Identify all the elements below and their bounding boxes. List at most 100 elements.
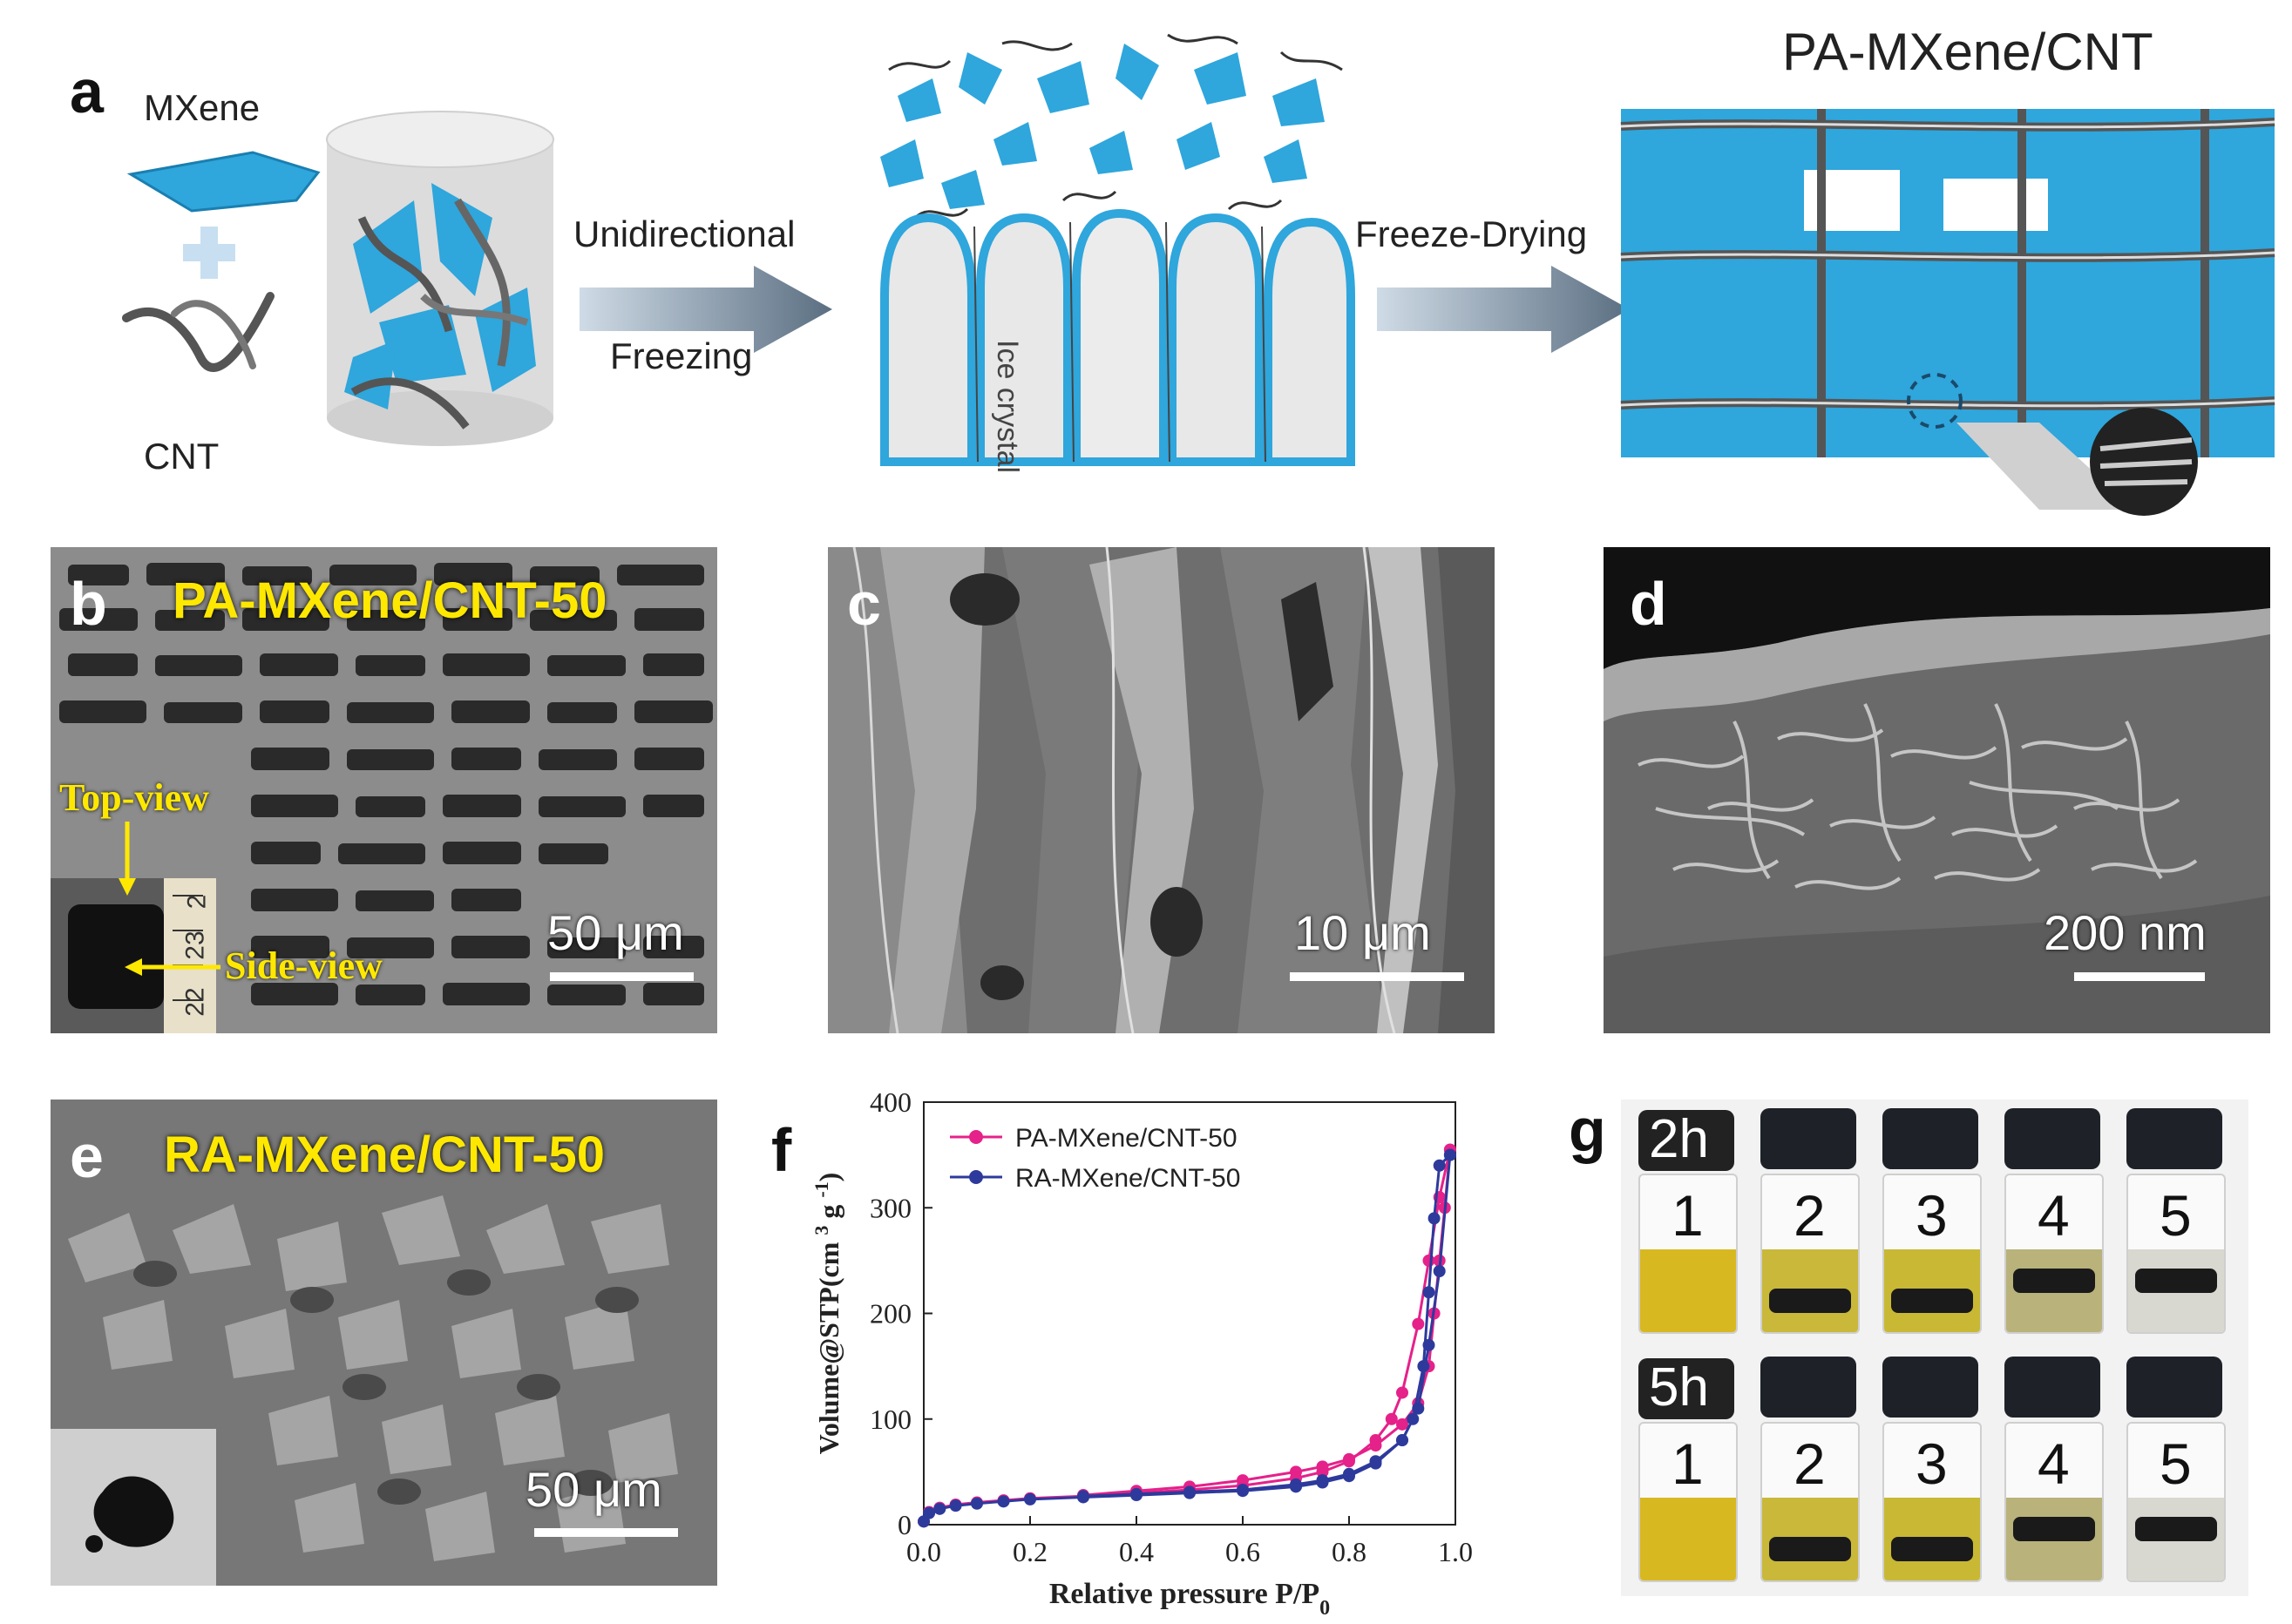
panel-a: a MXene CNT Unidirectional Freezing xyxy=(0,0,2292,523)
data-point-0 xyxy=(1396,1418,1408,1431)
series-line-1-desorption xyxy=(1082,1154,1451,1498)
vial-number: 3 xyxy=(1916,1183,1948,1248)
data-point-0 xyxy=(1237,1474,1249,1487)
time-label: 2h xyxy=(1649,1109,1709,1169)
panel-c-sem-image: c 10 μm xyxy=(828,547,1495,1033)
panel-e-sem-image: e RA-MXene/CNT-50 50 μm xyxy=(51,1100,717,1586)
top-view-label: Top-view xyxy=(59,776,209,819)
data-point-1 xyxy=(1316,1474,1329,1487)
vial-body xyxy=(2126,1174,2226,1334)
aerogel-sample xyxy=(2013,1517,2095,1541)
panel-c-letter: c xyxy=(847,570,881,638)
vial-cap xyxy=(2126,1357,2222,1418)
y-tick-label: 300 xyxy=(870,1192,912,1223)
panel-d-sem-image: d 200 nm xyxy=(1604,547,2270,1033)
result-title: PA-MXene/CNT xyxy=(1782,23,2153,81)
ice-crystal-illustration xyxy=(880,33,1355,466)
vial-number: 5 xyxy=(2160,1431,2192,1496)
ruler-number: 22 xyxy=(180,987,210,1017)
data-point-0 xyxy=(1422,1254,1435,1267)
data-point-1 xyxy=(971,1497,983,1510)
x-tick-label: 0.8 xyxy=(1332,1536,1366,1567)
x-tick-label: 0.2 xyxy=(1013,1536,1048,1567)
time-badge xyxy=(1638,1358,1734,1419)
panel-e-scalebar xyxy=(534,1528,678,1537)
plus-icon xyxy=(183,227,235,279)
aligned-aerogel-illustration xyxy=(1620,109,2275,516)
panel-e-scale-label: 50 μm xyxy=(526,1462,662,1517)
legend-marker xyxy=(969,1130,983,1144)
aerogel-sample xyxy=(2013,1269,2095,1293)
vial-body xyxy=(2126,1422,2226,1582)
sheet-texture xyxy=(828,547,1495,1033)
mxene-label: MXene xyxy=(144,87,261,128)
vial-cap xyxy=(1882,1357,1978,1418)
aerogel-sample xyxy=(1769,1289,1851,1313)
data-point-1 xyxy=(1396,1434,1408,1446)
cnt-network-texture xyxy=(1604,547,2270,1033)
vial-number: 5 xyxy=(2160,1183,2192,1248)
panel-f-letter: f xyxy=(771,1116,792,1184)
data-point-1 xyxy=(1290,1478,1302,1491)
data-point-1 xyxy=(1407,1412,1420,1425)
x-tick-label: 0.4 xyxy=(1119,1536,1154,1567)
arrow-right-icon xyxy=(580,266,832,353)
vial-body xyxy=(1882,1422,1982,1582)
data-point-1 xyxy=(933,1502,946,1515)
vial-body xyxy=(1638,1174,1738,1334)
freezing-label: Freezing xyxy=(610,335,753,376)
x-tick-label: 0.6 xyxy=(1225,1536,1260,1567)
data-point-1 xyxy=(923,1506,936,1519)
y-tick-label: 100 xyxy=(870,1404,912,1435)
time-badge xyxy=(1638,1110,1734,1171)
y-tick-label: 400 xyxy=(870,1086,912,1118)
arrow-left-icon xyxy=(125,958,220,976)
legend-label: RA-MXene/CNT-50 xyxy=(1015,1164,1240,1193)
ruler-number: 23 xyxy=(180,930,210,960)
panel-d-scalebar xyxy=(2074,972,2205,981)
vial-number: 3 xyxy=(1916,1431,1948,1496)
panel-b-letter: b xyxy=(70,570,107,638)
vial-number: 2 xyxy=(1794,1183,1826,1248)
data-point-0 xyxy=(1396,1386,1408,1399)
vial-number: 4 xyxy=(2038,1431,2070,1496)
ice-crystal-label: Ice crystal xyxy=(991,340,1024,474)
side-view-label: Side-view xyxy=(225,944,383,987)
aerogel-sample xyxy=(1891,1289,1973,1313)
cnt-label: CNT xyxy=(144,436,220,477)
x-axis-label: Relative pressure P/P0 xyxy=(1049,1578,1330,1620)
legend-label: PA-MXene/CNT-50 xyxy=(1015,1124,1238,1153)
time-label: 5h xyxy=(1649,1357,1709,1418)
data-point-1 xyxy=(1077,1490,1089,1503)
mxene-flake-illustration xyxy=(126,151,321,213)
vial-cap xyxy=(2126,1108,2222,1169)
data-point-1 xyxy=(1183,1485,1196,1499)
panel-c-scale-label: 10 μm xyxy=(1294,905,1431,960)
data-point-1 xyxy=(1417,1360,1430,1373)
unidirectional-label: Unidirectional xyxy=(573,213,796,254)
data-point-1 xyxy=(1369,1455,1382,1468)
arrow-down-icon xyxy=(119,822,136,896)
panel-d-letter: d xyxy=(1630,570,1667,638)
data-point-0 xyxy=(1385,1412,1398,1425)
data-point-1 xyxy=(1024,1492,1036,1506)
series-line-0-desorption xyxy=(1082,1149,1452,1497)
vial-body xyxy=(1638,1422,1738,1582)
aerogel-sample xyxy=(2135,1517,2217,1541)
ruler-number: 2 xyxy=(182,894,212,910)
data-point-0 xyxy=(1343,1452,1355,1465)
data-point-1 xyxy=(1130,1487,1143,1500)
data-point-0 xyxy=(1290,1465,1302,1479)
panel-b-scale-label: 50 μm xyxy=(547,905,684,960)
vial-number: 4 xyxy=(2038,1183,2070,1248)
x-tick-label: 1.0 xyxy=(1438,1536,1473,1567)
vial-body xyxy=(1760,1422,1860,1582)
vial-body xyxy=(1760,1174,1860,1334)
data-point-0 xyxy=(1369,1439,1382,1452)
aerogel-sample xyxy=(1891,1537,1973,1561)
panel-e-title: RA-MXene/CNT-50 xyxy=(164,1127,605,1183)
x-tick-label: 0.0 xyxy=(906,1536,941,1567)
data-point-1 xyxy=(997,1495,1010,1508)
